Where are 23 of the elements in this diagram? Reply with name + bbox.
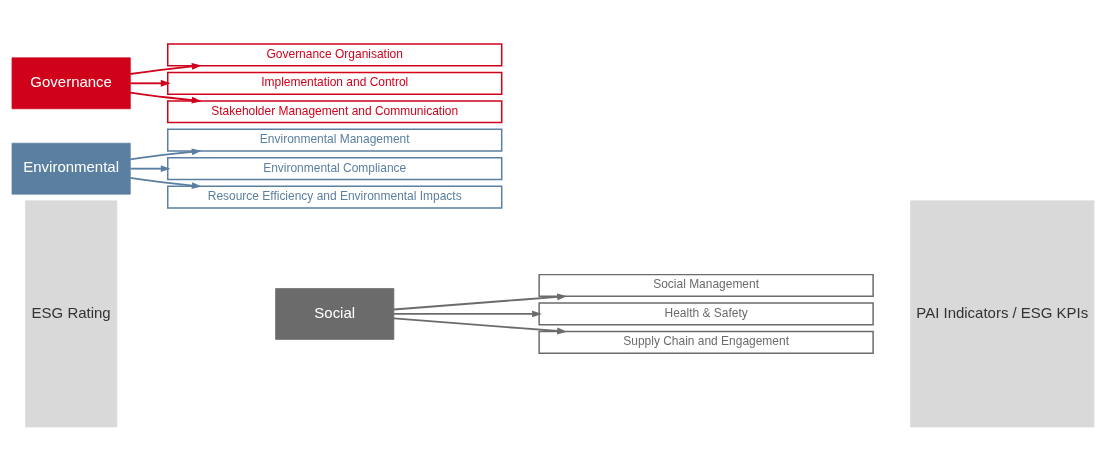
node-box: Social — [275, 288, 395, 340]
node-box: Governance — [11, 57, 131, 110]
node-box: Environmental Management — [167, 128, 503, 152]
arrow — [129, 63, 202, 75]
arrow — [392, 310, 542, 318]
node-box: Supply Chain and Engagement — [538, 330, 874, 354]
node-box: Health & Safety — [538, 302, 874, 326]
node-box: Governance Organisation — [167, 43, 503, 67]
node-box: Implementation and Control — [167, 71, 503, 95]
node-box: Environmental — [11, 142, 131, 195]
node-box: PAI Indicators / ESG KPIs — [910, 200, 1095, 428]
arrow — [129, 79, 171, 87]
arrow — [392, 317, 567, 335]
node-box: Stakeholder Management and Communication — [167, 100, 503, 124]
arrow — [129, 165, 171, 173]
node-box: Resource Efficiency and Environmental Impacts — [167, 185, 503, 209]
node-box: ESG Rating — [25, 200, 118, 428]
node-box: Environmental Compliance — [167, 157, 503, 181]
arrow — [129, 91, 202, 104]
arrow — [129, 148, 202, 161]
arrow — [129, 177, 202, 189]
arrow — [392, 293, 567, 311]
node-box: Social Management — [538, 273, 874, 298]
